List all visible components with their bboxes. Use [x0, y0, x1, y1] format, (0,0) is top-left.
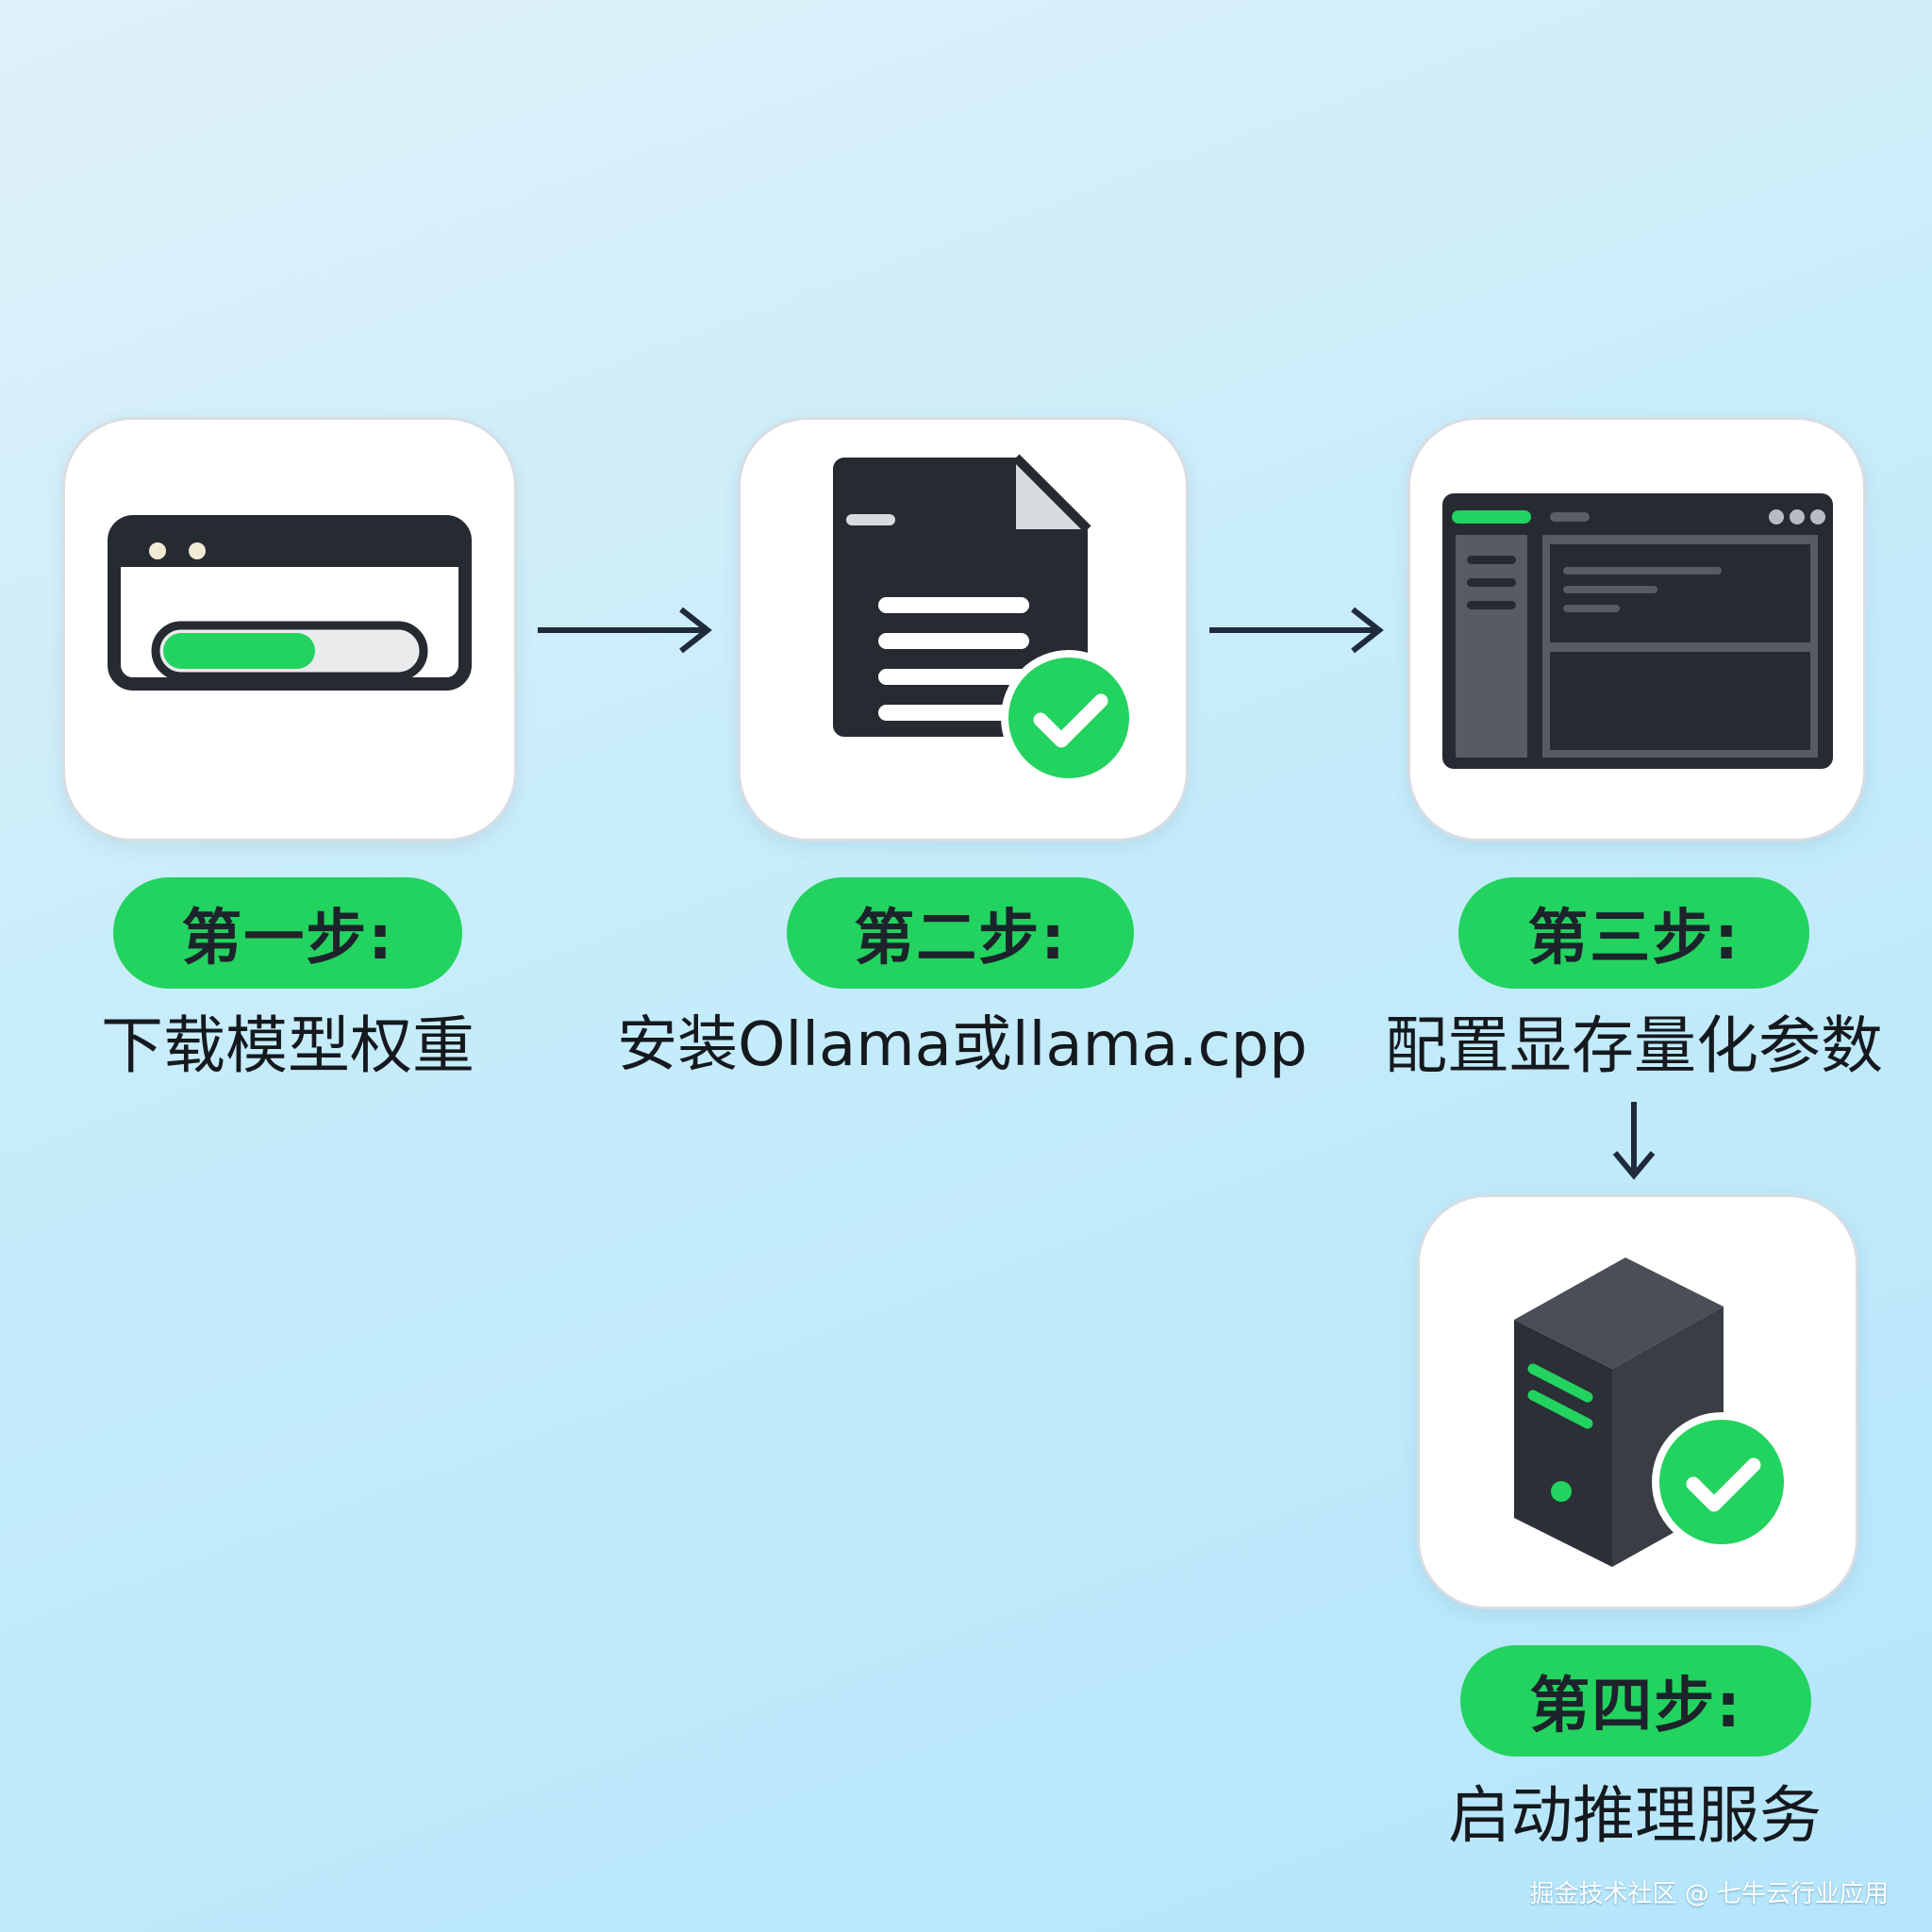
step-2-label: 第二步:: [787, 877, 1134, 989]
progress-fill: [163, 633, 315, 669]
step-4-description: 启动推理服务: [1448, 1779, 1822, 1852]
step-4-label: 第四步:: [1460, 1645, 1811, 1757]
step-1-card: [62, 417, 517, 841]
step-3-label: 第三步:: [1458, 877, 1809, 989]
step-2-card: [738, 417, 1189, 841]
step-2-description: 安装Ollama或llama.cpp: [617, 1010, 1307, 1080]
step-3-description: 配置显存量化参数: [1385, 1009, 1883, 1082]
download-progress-window-icon: [108, 515, 472, 691]
arrow-step-1-to-2: [538, 607, 712, 654]
check-badge-icon: [1001, 650, 1137, 786]
check-badge-icon: [1652, 1412, 1791, 1552]
watermark: 掘金技术社区 @ 七牛云行业应用: [1529, 1880, 1889, 1908]
document-check-icon: [833, 454, 1137, 786]
arrow-step-3-to-4: [1612, 1102, 1656, 1180]
step-1-label: 第一步:: [113, 877, 462, 989]
server-check-icon: [1514, 1257, 1791, 1567]
step-4-card: [1417, 1194, 1858, 1609]
config-panel-window-icon: [1442, 493, 1833, 769]
arrow-step-2-to-3: [1209, 607, 1384, 654]
step-3-card: [1407, 417, 1866, 841]
step-1-description: 下载模型权重: [101, 1009, 475, 1082]
